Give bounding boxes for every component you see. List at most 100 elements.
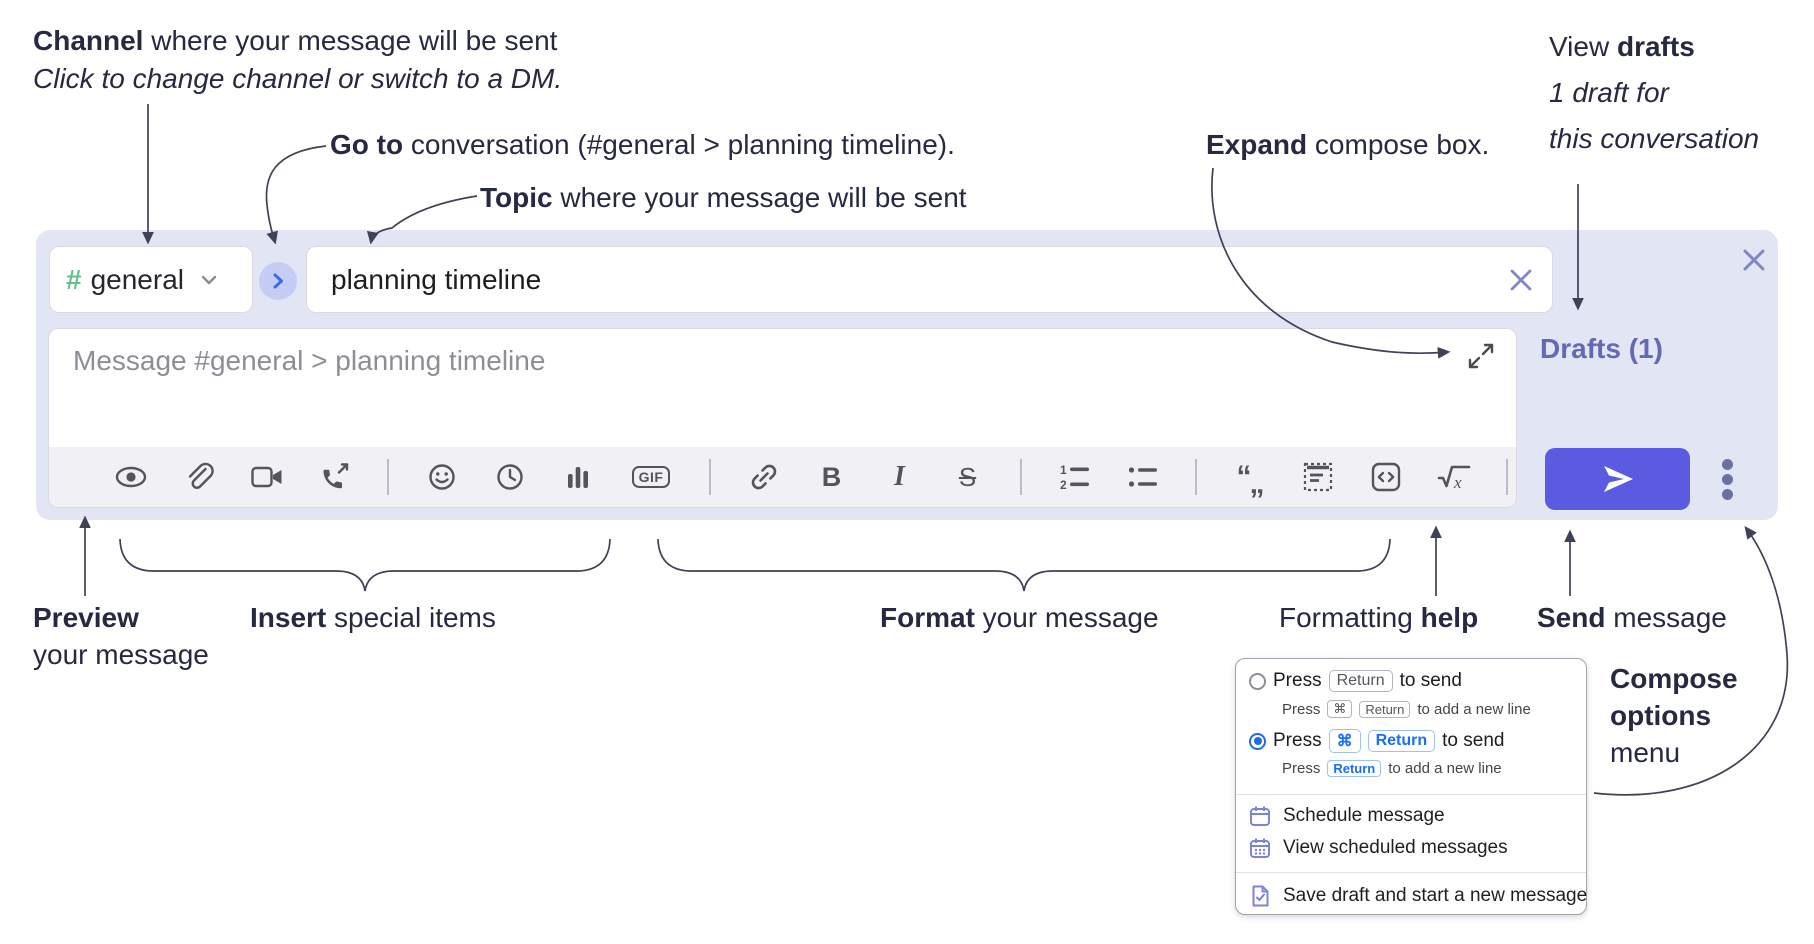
annotation-help-bold: help bbox=[1420, 602, 1479, 633]
to-send-label: to send bbox=[1442, 730, 1505, 751]
annotation-compose-line3: menu bbox=[1610, 737, 1681, 768]
menu-divider bbox=[1236, 794, 1586, 795]
indent-icon[interactable] bbox=[1300, 459, 1335, 495]
annotation-go-to: Go to conversation (#general > planning … bbox=[330, 126, 955, 164]
poll-chart-icon[interactable] bbox=[560, 459, 595, 495]
annotation-compose-bold2: options bbox=[1610, 700, 1712, 731]
annotation-view-drafts: View drafts 1 draft for this conversatio… bbox=[1549, 24, 1759, 162]
menu-item-label: Schedule message bbox=[1283, 805, 1445, 826]
return-key-chip: Return bbox=[1328, 670, 1393, 692]
calendar-icon bbox=[1250, 806, 1270, 826]
bold-icon[interactable]: B bbox=[821, 461, 842, 492]
chevron-right-icon bbox=[273, 273, 283, 289]
toolbar-divider bbox=[1506, 459, 1508, 495]
annotation-expand-bold: Expand bbox=[1206, 129, 1308, 160]
close-icon[interactable] bbox=[1734, 240, 1774, 280]
annotation-insert: Insert special items bbox=[250, 599, 496, 637]
clear-topic-icon[interactable] bbox=[1504, 263, 1538, 297]
annotation-preview-line2: your message bbox=[33, 639, 209, 670]
connector-go-to bbox=[265, 145, 327, 245]
strikethrough-icon[interactable]: S bbox=[958, 461, 977, 492]
annotation-topic-rest: where your message will be sent bbox=[552, 182, 967, 213]
channel-selector[interactable]: # general bbox=[49, 246, 253, 313]
blockquote-icon[interactable]: “„ bbox=[1232, 459, 1267, 500]
menu-item-view-scheduled[interactable]: View scheduled messages bbox=[1249, 837, 1508, 859]
bullet-list-icon[interactable] bbox=[1125, 459, 1160, 495]
schedule-clock-icon[interactable] bbox=[492, 459, 527, 495]
press-label: Press bbox=[1273, 730, 1322, 751]
annotation-compose-options: Compose options menu bbox=[1610, 660, 1738, 771]
emoji-icon[interactable] bbox=[424, 459, 459, 495]
radio-option-return-to-send[interactable]: Press Return to send bbox=[1249, 670, 1462, 692]
menu-item-label: View scheduled messages bbox=[1283, 837, 1508, 858]
link-icon[interactable] bbox=[746, 459, 781, 495]
call-icon[interactable] bbox=[317, 459, 352, 495]
video-icon[interactable] bbox=[249, 459, 284, 495]
code-block-icon[interactable] bbox=[1368, 459, 1403, 495]
channel-name: general bbox=[90, 263, 184, 295]
radio-selected[interactable] bbox=[1249, 732, 1266, 750]
return-key-chip: Return bbox=[1367, 730, 1436, 752]
press-label: Press bbox=[1282, 700, 1321, 718]
drafts-link[interactable]: Drafts (1) bbox=[1540, 333, 1663, 364]
annotation-drafts-regular: View bbox=[1549, 31, 1617, 62]
quote-open-glyph: “ bbox=[1236, 460, 1252, 493]
quote-close-glyph: „ bbox=[1249, 467, 1265, 500]
italic-icon[interactable]: I bbox=[894, 461, 905, 492]
annotation-help-regular: Formatting bbox=[1279, 602, 1421, 633]
go-to-conversation-button[interactable] bbox=[259, 262, 297, 300]
annotation-expand: Expand compose box. bbox=[1206, 126, 1489, 164]
press-label: Press bbox=[1273, 670, 1322, 691]
gif-label: GIF bbox=[631, 466, 671, 488]
toolbar-divider bbox=[1195, 459, 1197, 495]
expand-compose-icon[interactable] bbox=[1468, 343, 1494, 374]
chevron-down-icon bbox=[201, 275, 217, 284]
annotation-format-bold: Format bbox=[880, 602, 975, 633]
annotation-preview-bold: Preview bbox=[33, 602, 139, 633]
attach-paperclip-icon[interactable] bbox=[181, 459, 216, 495]
annotation-send-rest: message bbox=[1605, 602, 1727, 633]
annotation-insert-bold: Insert bbox=[250, 602, 327, 633]
annotation-drafts-line2: 1 draft for bbox=[1549, 77, 1669, 108]
menu-item-schedule-message[interactable]: Schedule message bbox=[1249, 805, 1445, 827]
save-draft-icon bbox=[1252, 885, 1269, 907]
message-input[interactable]: Message #general > planning timeline bbox=[73, 345, 546, 376]
return-key-chip: Return bbox=[1327, 760, 1382, 777]
to-send-label: to send bbox=[1399, 670, 1462, 691]
toolbar-divider bbox=[387, 459, 389, 495]
gif-icon[interactable]: GIF bbox=[628, 459, 674, 495]
preview-eye-icon[interactable] bbox=[113, 459, 148, 495]
annotation-channel-bold: Channel bbox=[33, 25, 144, 56]
annotation-compose-bold1: Compose bbox=[1610, 663, 1738, 694]
return-key-chip: Return bbox=[1359, 700, 1411, 718]
compose-options-kebab-icon[interactable] bbox=[1712, 452, 1742, 506]
math-formula-icon[interactable]: x bbox=[1436, 459, 1471, 495]
ordered-list-icon[interactable]: 1 2 bbox=[1057, 459, 1092, 495]
menu-item-save-draft[interactable]: Save draft and start a new message bbox=[1249, 885, 1587, 907]
send-button[interactable] bbox=[1545, 448, 1690, 510]
compose-options-menu: Press Return to send Press ⌘ Return to a… bbox=[1235, 658, 1587, 915]
annotation-insert-rest: special items bbox=[326, 602, 496, 633]
annotation-send-bold: Send bbox=[1537, 602, 1606, 633]
topic-input[interactable]: planning timeline bbox=[306, 246, 1553, 313]
annotation-channel: Channel where your message will be sent … bbox=[33, 22, 562, 98]
annotation-topic: Topic where your message will be sent bbox=[480, 179, 967, 217]
annotation-send: Send message bbox=[1537, 599, 1727, 637]
radio-option-return-subtext: Press ⌘ Return to add a new line bbox=[1282, 700, 1531, 718]
brace-format-items bbox=[657, 538, 1391, 592]
annotation-format-rest: your message bbox=[974, 602, 1159, 633]
toolbar-divider bbox=[709, 459, 711, 495]
cmd-key-chip: ⌘ bbox=[1327, 700, 1353, 718]
radio-option-cmd-return-subtext: Press Return to add a new line bbox=[1282, 760, 1502, 777]
svg-text:x: x bbox=[1453, 473, 1462, 491]
annotation-format: Format your message bbox=[880, 599, 1159, 637]
calendar-grid-icon bbox=[1250, 838, 1270, 858]
brace-insert-items bbox=[119, 538, 611, 592]
radio-option-cmd-return-to-send[interactable]: Press ⌘ Return to send bbox=[1249, 729, 1504, 753]
radio-unselected[interactable] bbox=[1249, 672, 1266, 690]
annotation-formatting-help: Formatting help bbox=[1279, 599, 1478, 637]
toolbar-divider bbox=[1020, 459, 1022, 495]
message-box: Message #general > planning timeline bbox=[48, 328, 1517, 508]
press-label: Press bbox=[1282, 760, 1321, 777]
annotation-topic-bold: Topic bbox=[480, 182, 553, 213]
